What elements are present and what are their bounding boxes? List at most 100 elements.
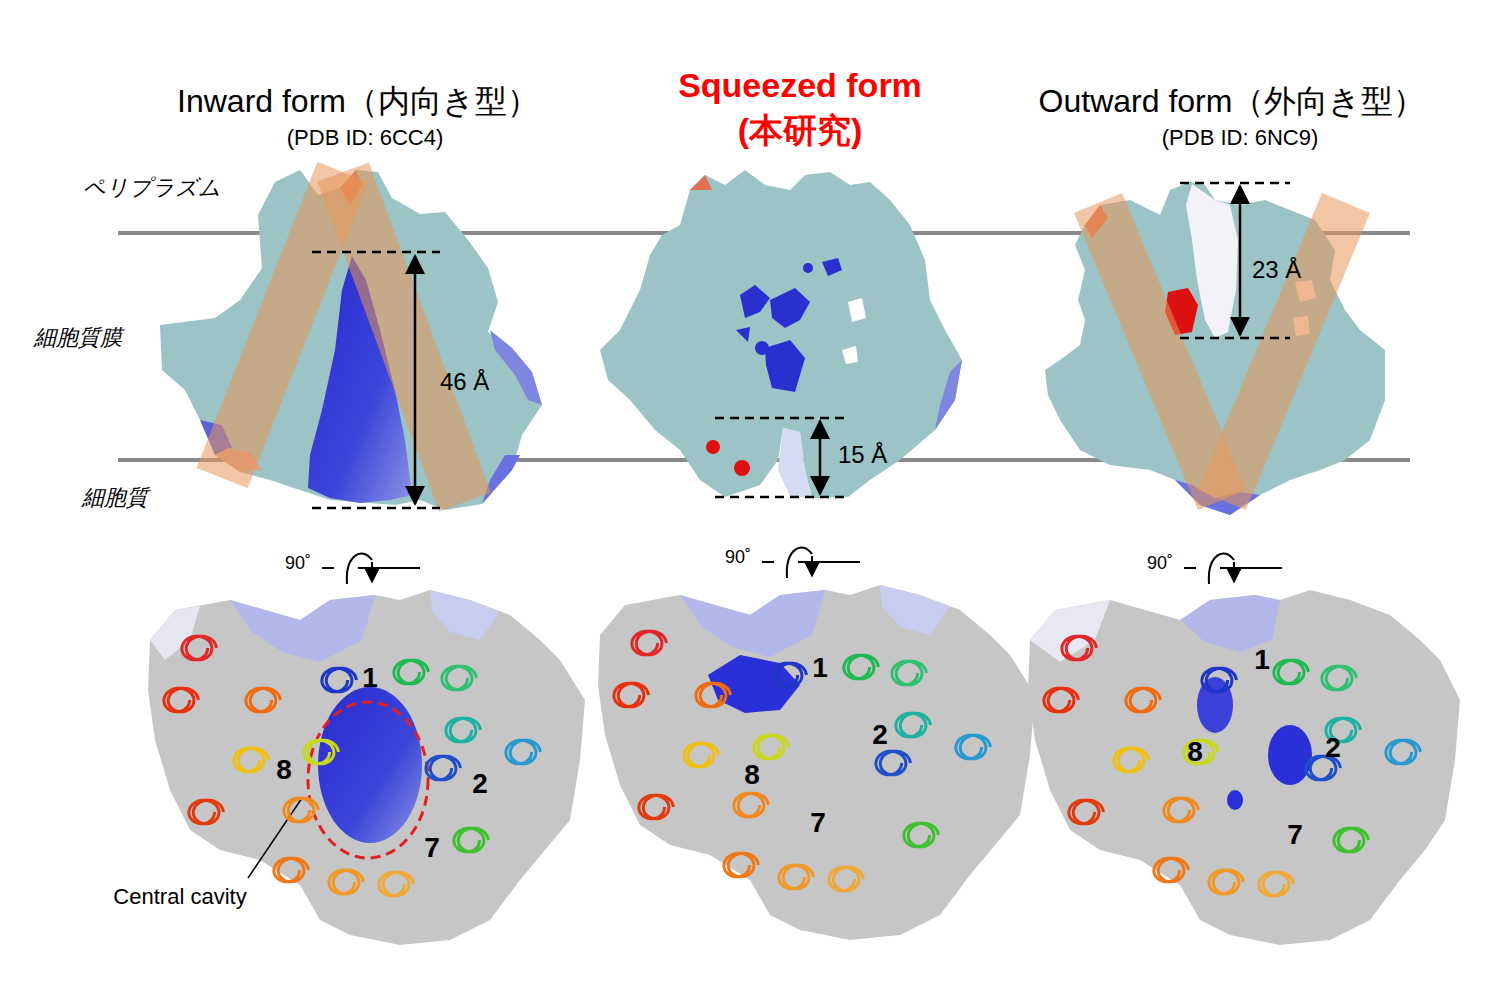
rotation-dash (322, 567, 334, 569)
protein-slice-top-view (598, 585, 1035, 940)
dimension-arrow (414, 256, 417, 504)
helix-number: 7 (810, 808, 826, 839)
helix-number: 1 (362, 663, 378, 694)
helix-group (164, 631, 1421, 896)
rotation-axis (358, 567, 420, 569)
cavity-pocket (755, 341, 769, 355)
helix-ribbon (506, 740, 541, 764)
rotation-arrow (371, 562, 373, 582)
helix-ribbon (1062, 636, 1097, 660)
helix-ribbon (632, 631, 667, 655)
helix-band (222, 172, 343, 478)
protein-surface (230, 595, 375, 662)
central-cavity-surface (318, 687, 422, 843)
helix-ribbon (696, 683, 731, 707)
helix-ribbon (734, 793, 769, 817)
column-title: Inward form（内向き型） (177, 84, 539, 119)
rotation-symbol (1184, 554, 1282, 584)
cavity-pocket (1268, 725, 1312, 785)
helix-ribbon (724, 853, 759, 877)
rotation-arrow (1233, 562, 1235, 582)
top-view-section (598, 585, 1035, 940)
dimension-marker (312, 252, 440, 508)
column-title: Outward form（外向き型） (1039, 84, 1426, 119)
dimension-dash (312, 507, 440, 510)
callout-label: Central cavity (113, 885, 246, 909)
helix-ribbon (1322, 666, 1357, 690)
cavity-hole (848, 298, 866, 322)
helix-ribbon (426, 756, 461, 780)
dimension-dash (1180, 182, 1290, 185)
outward-section (1045, 182, 1385, 515)
protein-surface (690, 175, 712, 190)
helix-ribbon (639, 795, 674, 819)
protein-slice (160, 170, 542, 510)
rotation-dash (762, 561, 774, 563)
protein-surface (430, 590, 500, 640)
dimension-label: 46 Å (440, 369, 489, 395)
helix-ribbon (1044, 688, 1079, 712)
dimension-label: 15 Å (838, 442, 887, 468)
helix-ribbon (446, 718, 481, 742)
cavity-hole (842, 346, 858, 364)
helix-ribbon (1154, 858, 1189, 882)
helix-band (343, 172, 465, 502)
rotation-axis (1220, 567, 1282, 569)
protein-surface (490, 330, 542, 405)
helix-number: 2 (1325, 733, 1341, 764)
protein-surface (680, 590, 825, 657)
protein-slice-top-view (1028, 590, 1460, 945)
helix-ribbon (246, 688, 281, 712)
dimension-dash (1180, 337, 1290, 340)
helix-ribbon (284, 798, 319, 822)
acidic-patch (706, 440, 720, 454)
helix-ribbon (1334, 828, 1369, 852)
helix-number: 8 (276, 755, 292, 786)
acidic-patch (734, 460, 750, 476)
helix-ribbon (274, 858, 309, 882)
helix-ribbon (956, 735, 991, 759)
cavity-pocket (736, 327, 750, 342)
rotation-arrow (811, 556, 813, 576)
cavity-pocket (803, 263, 813, 273)
helix-ribbon (329, 870, 364, 894)
helix-ribbon (182, 636, 217, 660)
pdb-id: (PDB ID: 6NC9) (1162, 126, 1318, 150)
helix-number: 7 (1287, 820, 1303, 851)
helix-ribbon (1386, 740, 1421, 764)
helix-ribbon (904, 823, 939, 847)
helix-ribbon (164, 688, 199, 712)
helix-ribbon (234, 748, 269, 772)
helix-ribbon (892, 661, 927, 685)
helix-ribbon (1259, 872, 1294, 896)
protein-surface (1180, 595, 1280, 652)
helix-ribbon (772, 663, 807, 687)
helix-ribbon (684, 743, 719, 767)
rotation-label: 90˚ (285, 554, 311, 574)
helix-ribbon (1126, 688, 1161, 712)
helix-number: 8 (1187, 737, 1203, 768)
highlight-title: Squeezed form (678, 67, 922, 104)
helix-ribbon (829, 867, 864, 891)
protein-surface (150, 606, 200, 660)
dimension-dash (312, 251, 440, 254)
protein-surface (935, 360, 962, 430)
rotation-dash (1184, 567, 1196, 569)
helix-ribbon (754, 735, 789, 759)
pdb-id: (PDB ID: 6CC4) (287, 126, 443, 150)
dimension-marker (715, 418, 845, 497)
helix-band (1098, 203, 1222, 500)
helix-number: 2 (472, 769, 488, 800)
protein-slice (600, 170, 962, 498)
cavity-pocket (740, 285, 770, 318)
dimension-dash (715, 417, 845, 420)
highlight-title: (本研究) (738, 112, 863, 149)
helix-ribbon (454, 828, 489, 852)
cavity-pocket (822, 258, 842, 276)
helix-ribbon (1164, 798, 1199, 822)
cavity-outline (308, 702, 428, 858)
protein-surface (778, 428, 812, 498)
helix-ribbon (1202, 668, 1237, 692)
helix-number: 1 (812, 653, 828, 684)
